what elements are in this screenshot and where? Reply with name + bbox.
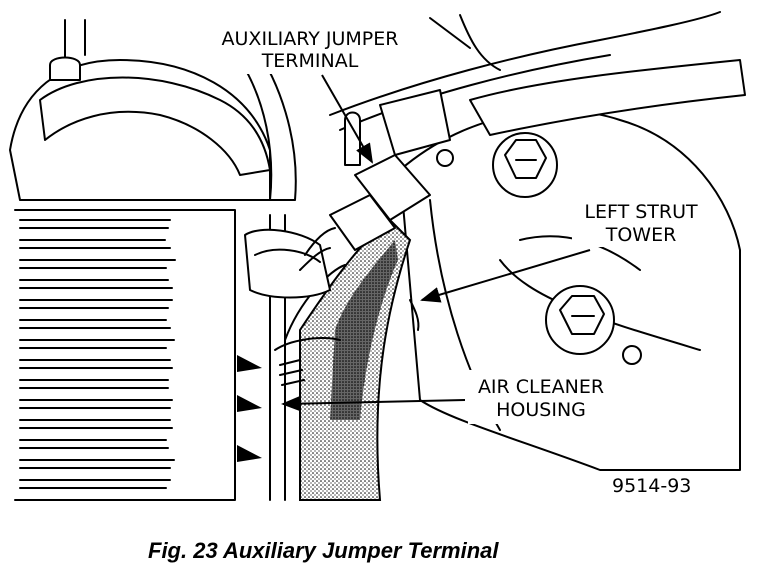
leader-lines — [281, 74, 591, 412]
aux-terminal-label-line1: AUXILIARY JUMPER — [222, 28, 399, 50]
strut-bolt-lower — [545, 285, 615, 355]
strut-tower-label-line1: LEFT STRUT — [584, 201, 698, 223]
strut-tower-leader — [420, 249, 591, 303]
intake-duct — [9, 19, 297, 201]
radiator-grille — [14, 209, 286, 501]
strut-bolt-upper — [492, 132, 558, 198]
air-cleaner-label-line1: AIR CLEANER — [478, 376, 604, 398]
figure-number: 9514-93 — [612, 475, 691, 497]
air-cleaner-label-line2: HOUSING — [496, 399, 586, 421]
cables — [329, 11, 746, 136]
figure-caption: Fig. 23 Auxiliary Jumper Terminal — [148, 538, 499, 563]
air-cleaner-housing — [244, 218, 412, 501]
air-cleaner-leader — [281, 395, 466, 412]
strut-tower-label-line2: TOWER — [605, 224, 677, 246]
aux-terminal-label-line2: TERMINAL — [261, 50, 359, 72]
aux-terminal-leader — [321, 74, 373, 164]
